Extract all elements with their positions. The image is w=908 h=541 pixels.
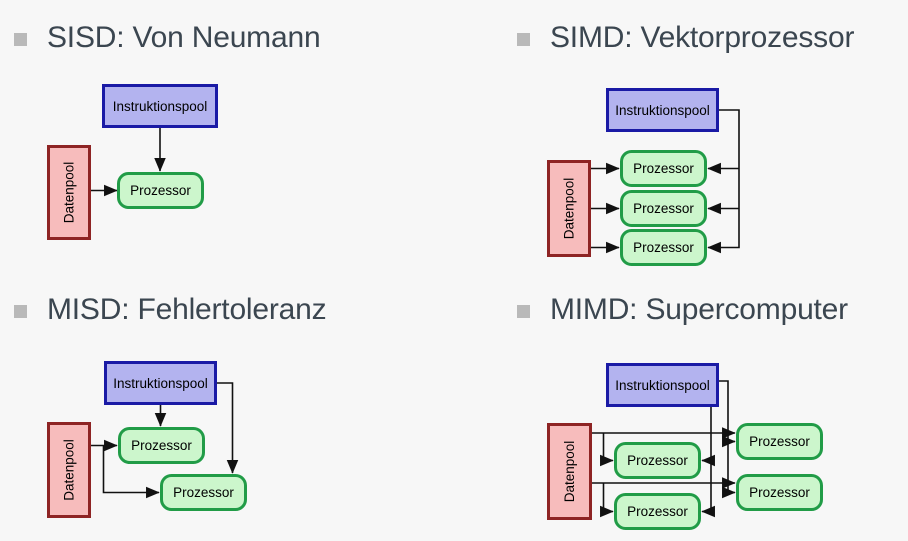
processor-box (117, 172, 204, 209)
data-pool-label: Datenpool (62, 439, 77, 501)
heading-simd: SIMD: Vektorprozessor (517, 21, 854, 54)
processor-box-right-2 (736, 474, 823, 511)
edge-instruction-to-right-processor-2 (717, 380, 736, 499)
edge-data-to-processor-2 (102, 445, 160, 499)
processor-box-right-1 (736, 423, 823, 460)
processor-label: Prozessor (131, 438, 192, 453)
processor-box-1 (620, 150, 707, 187)
bullet-icon (14, 305, 27, 318)
processor-label: Prozessor (633, 240, 694, 255)
edge-instruction-trunk (707, 109, 740, 254)
misd-diagram: Instruktionspool Datenpool Prozessor Pro… (47, 361, 247, 518)
instruction-pool-box (102, 84, 218, 128)
instruction-pool-box (104, 361, 217, 405)
bullet-icon (517, 33, 530, 46)
bullet-icon (14, 33, 27, 46)
processor-label: Prozessor (130, 183, 191, 198)
bullet-icon (517, 305, 530, 318)
edge-data-to-mid-processor-2 (600, 483, 614, 518)
processor-label: Prozessor (633, 201, 694, 216)
data-pool-box (547, 423, 592, 520)
processor-label: Prozessor (627, 504, 688, 519)
instruction-pool-label: Instruktionspool (615, 378, 710, 393)
processor-label: Prozessor (633, 161, 694, 176)
data-pool-label: Datenpool (562, 178, 577, 240)
heading-title: MISD: Fehlertoleranz (47, 293, 327, 326)
processor-label: Prozessor (749, 434, 810, 449)
edge-instruction-to-processor-2 (216, 382, 239, 474)
processor-box-mid-2 (614, 493, 701, 530)
heading-sisd: SISD: Von Neumann (14, 21, 321, 54)
data-pool-box (547, 160, 591, 257)
edge-data-to-mid-processor-1 (600, 433, 614, 467)
data-pool-box (47, 145, 91, 240)
instruction-pool-label: Instruktionspool (615, 103, 710, 118)
instruction-pool-label: Instruktionspool (113, 99, 208, 114)
sisd-diagram: Instruktionspool Datenpool Prozessor (47, 84, 218, 240)
instruction-pool-label: Instruktionspool (113, 376, 208, 391)
data-pool-label: Datenpool (562, 441, 577, 503)
simd-diagram: Instruktionspool Datenpool Prozessor Pro… (547, 88, 740, 266)
processor-box-mid-1 (614, 442, 701, 479)
heading-mimd: MIMD: Supercomputer (517, 293, 848, 326)
processor-box-3 (620, 229, 707, 266)
mimd-diagram: Instruktionspool Datenpool Prozessor Pro… (547, 363, 823, 530)
processor-label: Prozessor (627, 453, 688, 468)
heading-title: MIMD: Supercomputer (550, 293, 848, 326)
processor-box-2 (160, 474, 247, 511)
heading-title: SISD: Von Neumann (47, 21, 321, 54)
data-pool-label: Datenpool (62, 162, 77, 224)
data-pool-box (47, 422, 91, 518)
edge-instruction-to-mid-processor-2 (701, 406, 715, 518)
instruction-pool-box (606, 363, 719, 407)
instruction-pool-box (606, 88, 719, 132)
heading-title: SIMD: Vektorprozessor (550, 21, 855, 54)
processor-label: Prozessor (749, 485, 810, 500)
processor-box-2 (620, 190, 707, 227)
processor-box-1 (118, 427, 205, 464)
heading-misd: MISD: Fehlertoleranz (14, 293, 327, 326)
processor-label: Prozessor (173, 485, 234, 500)
